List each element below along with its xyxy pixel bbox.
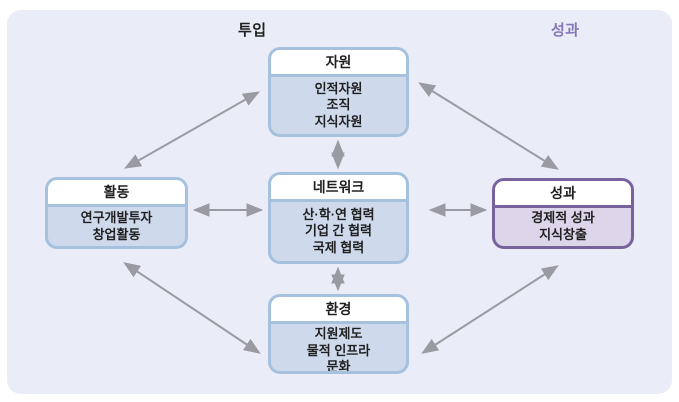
network-item: 기업 간 협력 <box>304 223 373 239</box>
performance-box: 성과 경제적 성과 지식창출 <box>492 178 634 249</box>
resources-box-body: 인적자원 조직 지식자원 <box>271 77 406 134</box>
resources-box-title: 자원 <box>271 50 406 77</box>
network-item: 산·학·연 협력 <box>302 206 375 222</box>
environment-box-title: 환경 <box>271 297 406 324</box>
activities-box-body: 연구개발투자 창업활동 <box>48 207 185 246</box>
performance-item: 지식창출 <box>539 227 587 242</box>
input-zone-label: 투입 <box>238 22 267 39</box>
network-item: 국제 협력 <box>312 239 365 255</box>
environment-item: 물적 인프라 <box>306 342 371 358</box>
resources-item: 지식자원 <box>314 113 363 129</box>
environment-item: 문화 <box>326 359 351 374</box>
activities-item: 연구개발투자 <box>80 209 153 225</box>
resources-item: 조직 <box>326 97 351 113</box>
output-zone-label: 성과 <box>551 22 580 39</box>
network-box-body: 산·학·연 협력 기업 간 협력 국제 협력 <box>271 202 406 261</box>
environment-box: 환경 지원제도 물적 인프라 문화 <box>268 294 409 374</box>
activities-box: 활동 연구개발투자 창업활동 <box>45 177 188 249</box>
resources-box: 자원 인적자원 조직 지식자원 <box>268 47 409 137</box>
performance-box-body: 경제적 성과 지식창출 <box>495 208 631 246</box>
environment-box-body: 지원제도 물적 인프라 문화 <box>271 324 406 374</box>
performance-item: 경제적 성과 <box>531 210 595 226</box>
network-box: 네트워크 산·학·연 협력 기업 간 협력 국제 협력 <box>268 172 409 264</box>
activities-box-title: 활동 <box>48 180 185 207</box>
resources-item: 인적자원 <box>314 80 363 96</box>
performance-box-title: 성과 <box>495 181 631 208</box>
network-box-title: 네트워크 <box>271 175 406 202</box>
environment-item: 지원제도 <box>314 326 363 341</box>
activities-item: 창업활동 <box>92 226 141 242</box>
